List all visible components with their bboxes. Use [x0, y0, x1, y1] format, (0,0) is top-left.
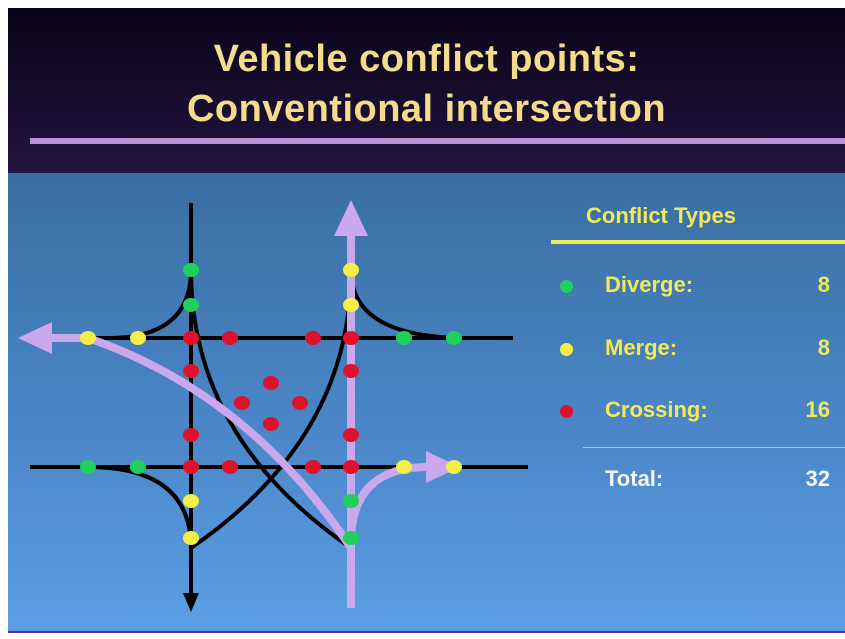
- crossing-point: [305, 460, 321, 474]
- crossing-point: [263, 417, 279, 431]
- right-turn-path: [349, 269, 469, 340]
- merge-point: [343, 298, 359, 312]
- crossing-point: [222, 331, 238, 345]
- legend-value-diverge: 8: [817, 272, 830, 297]
- diverge-point: [446, 331, 462, 345]
- crossing-point: [234, 396, 250, 410]
- diverge-point: [343, 494, 359, 508]
- merge-point: [80, 331, 96, 345]
- arrow-up-icon: [334, 200, 368, 236]
- merge-point: [446, 460, 462, 474]
- diverge-point: [343, 531, 359, 545]
- crossing-point: [343, 460, 359, 474]
- legend-label-diverge: Diverge:: [605, 272, 694, 297]
- left-turn-path: [349, 465, 429, 549]
- merge-point: [396, 460, 412, 474]
- bottom-bar: [8, 631, 845, 633]
- left-turn-path: [107, 269, 193, 340]
- crossing-point: [292, 396, 308, 410]
- slide: Vehicle conflict points: Conventional in…: [8, 8, 845, 633]
- diverge-point: [183, 298, 199, 312]
- legend-divider: [551, 240, 845, 244]
- crossing-point: [343, 331, 359, 345]
- legend-heading: Conflict Types: [586, 203, 736, 228]
- crossing-points: [183, 331, 359, 474]
- title-line-2: Conventional intersection: [186, 88, 667, 130]
- merge-point: [183, 494, 199, 508]
- crossing-point: [183, 364, 199, 378]
- right-turn-path: [87, 465, 193, 549]
- content-panel: [8, 173, 845, 633]
- legend-label-crossing: Crossing:: [605, 397, 708, 422]
- legend-row-crossing: Crossing: 16: [560, 397, 830, 427]
- title-area: Vehicle conflict points: Conventional in…: [8, 8, 845, 173]
- crossing-point: [183, 331, 199, 345]
- road-lines: [30, 203, 528, 608]
- merge-point: [183, 531, 199, 545]
- crossing-dot-icon: [560, 405, 573, 418]
- title-line-1: Vehicle conflict points:: [213, 38, 640, 80]
- total-value: 32: [805, 466, 830, 491]
- crossing-point: [222, 460, 238, 474]
- legend-row-total: Total: 32: [560, 466, 830, 496]
- merge-point: [130, 331, 146, 345]
- merge-dot-icon: [560, 343, 573, 356]
- legend-value-merge: 8: [817, 335, 830, 360]
- intersection-diagram: [18, 200, 528, 612]
- diverge-dot-icon: [560, 280, 573, 293]
- total-divider: [583, 447, 845, 448]
- legend-row-diverge: Diverge: 8: [560, 272, 830, 302]
- diverge-point: [130, 460, 146, 474]
- slide-title: Vehicle conflict points: Conventional in…: [8, 34, 845, 134]
- title-divider: [30, 138, 845, 144]
- left-turn-path: [189, 269, 353, 550]
- legend-value-crossing: 16: [805, 397, 830, 422]
- right-turn-path: [347, 463, 429, 544]
- arrow-right-icon: [426, 451, 460, 483]
- diverge-points: [80, 263, 462, 545]
- arrow-left-icon: [18, 322, 52, 354]
- crossing-point: [343, 364, 359, 378]
- merge-points: [80, 263, 462, 545]
- arrow-down-icon: [183, 593, 199, 612]
- diverge-point: [80, 460, 96, 474]
- crossing-point: [343, 428, 359, 442]
- crossing-point: [263, 376, 279, 390]
- legend-label-merge: Merge:: [605, 335, 678, 360]
- legend-row-merge: Merge: 8: [560, 335, 830, 365]
- diverge-point: [183, 263, 199, 277]
- merge-point: [343, 263, 359, 277]
- crossing-point: [183, 428, 199, 442]
- total-label: Total:: [605, 466, 664, 491]
- diverge-point: [396, 331, 412, 345]
- crossing-point: [183, 460, 199, 474]
- left-turn-path: [86, 334, 355, 551]
- left-turn-path: [189, 269, 353, 550]
- crossing-point: [305, 331, 321, 345]
- highlighted-paths: [48, 233, 429, 608]
